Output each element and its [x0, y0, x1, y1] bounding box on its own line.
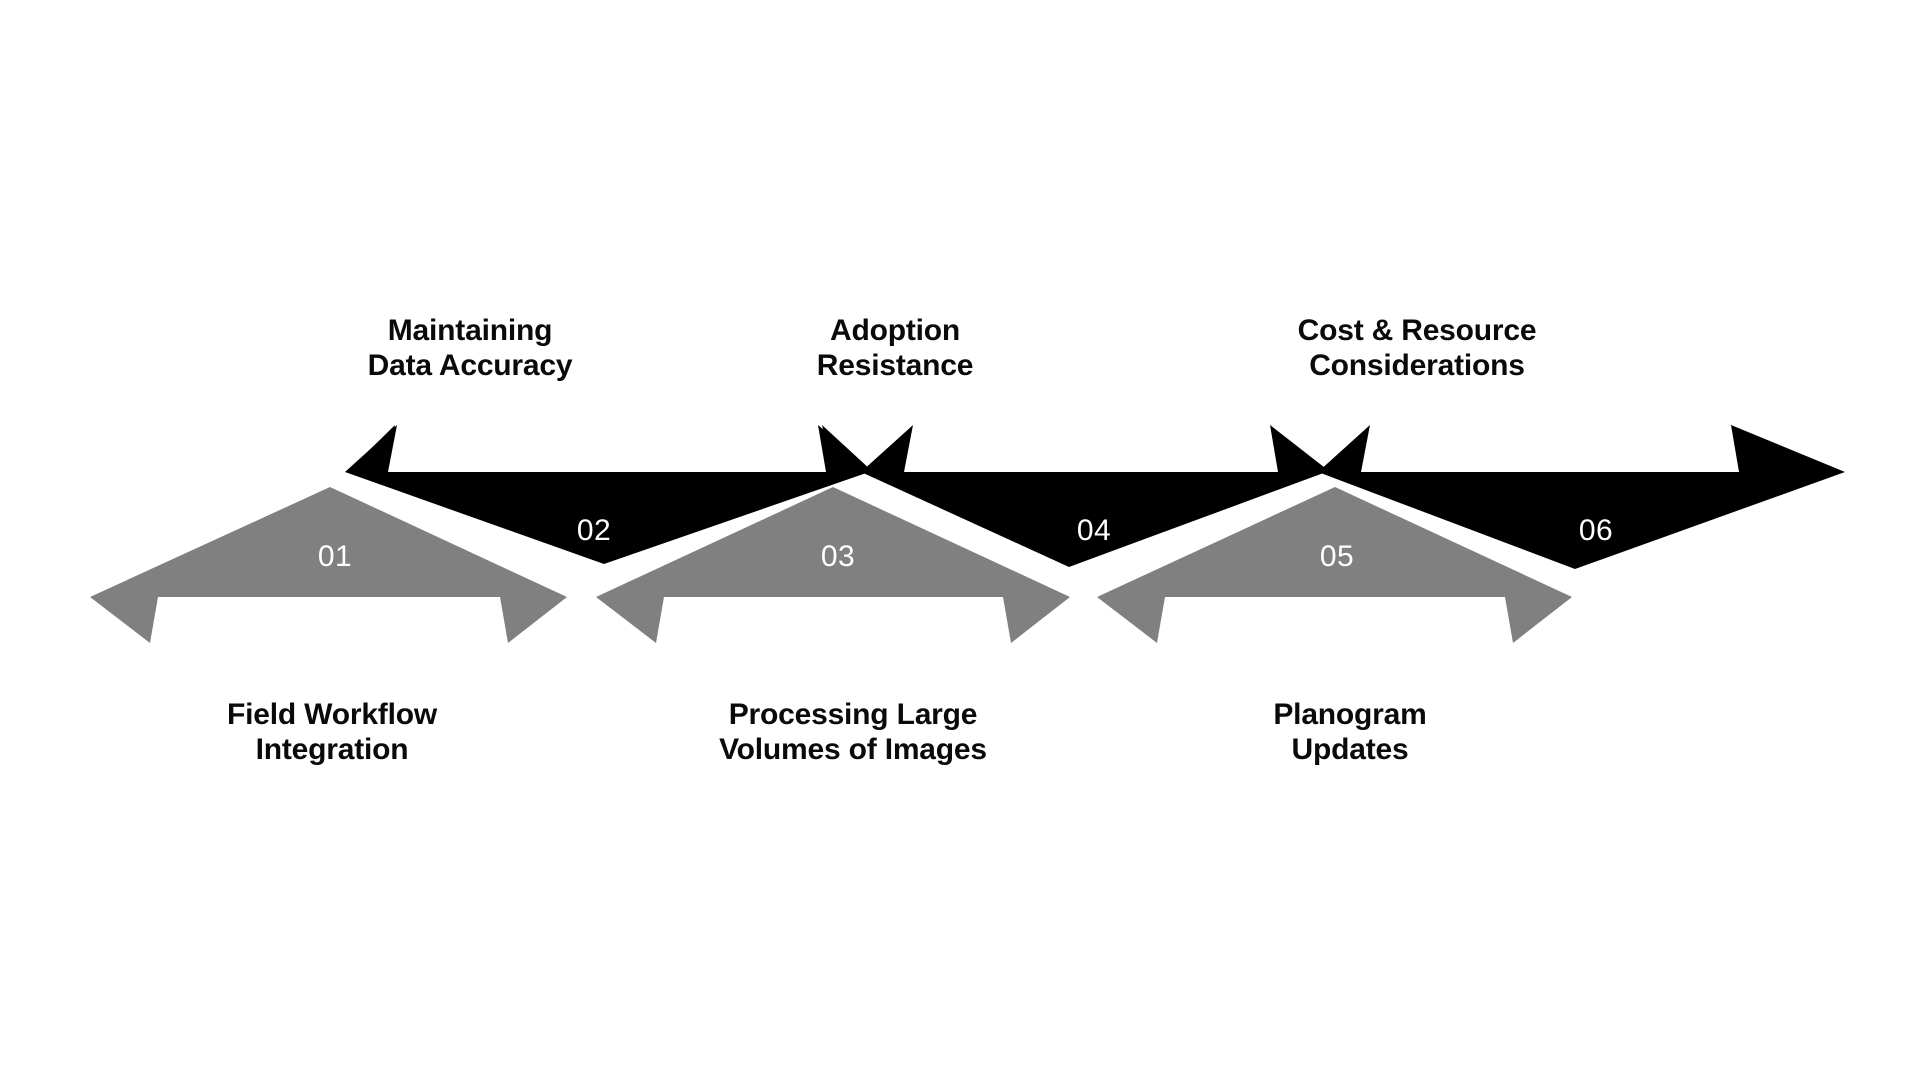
chevron-caption-04: Adoption Resistance	[816, 314, 974, 383]
chevron-caption-02: Maintaining Data Accuracy	[367, 314, 573, 383]
chevron-number-02: 02	[577, 514, 611, 547]
chevron-caption-06: Cost & Resource Considerations	[1297, 314, 1537, 383]
chevron-step-03[interactable]	[596, 487, 1070, 643]
chevron-caption-03: Processing Large Volumes of Images	[719, 698, 987, 767]
chevron-number-04: 04	[1077, 514, 1111, 547]
chevron-step-02-main[interactable]	[345, 425, 872, 564]
chevron-shape-03	[596, 487, 1070, 643]
chevron-number-05: 05	[1320, 540, 1354, 573]
chevron-step-04[interactable]	[861, 425, 1329, 567]
chevron-step-06[interactable]	[1318, 425, 1845, 569]
chevron-shape-06	[1318, 425, 1845, 569]
chevron-step-05[interactable]	[1097, 487, 1572, 643]
chevron-shape-02-main	[345, 425, 872, 564]
chevron-step-01[interactable]	[90, 487, 567, 643]
chevron-shape-01	[90, 487, 567, 643]
chevron-caption-05: Planogram Updates	[1273, 698, 1427, 767]
chevron-number-01: 01	[318, 540, 352, 573]
chevron-shape-04	[861, 425, 1329, 567]
chevron-shape-05	[1097, 487, 1572, 643]
chevron-number-03: 03	[821, 540, 855, 573]
chevron-caption-01: Field Workflow Integration	[227, 698, 437, 767]
chevron-number-06: 06	[1579, 514, 1613, 547]
